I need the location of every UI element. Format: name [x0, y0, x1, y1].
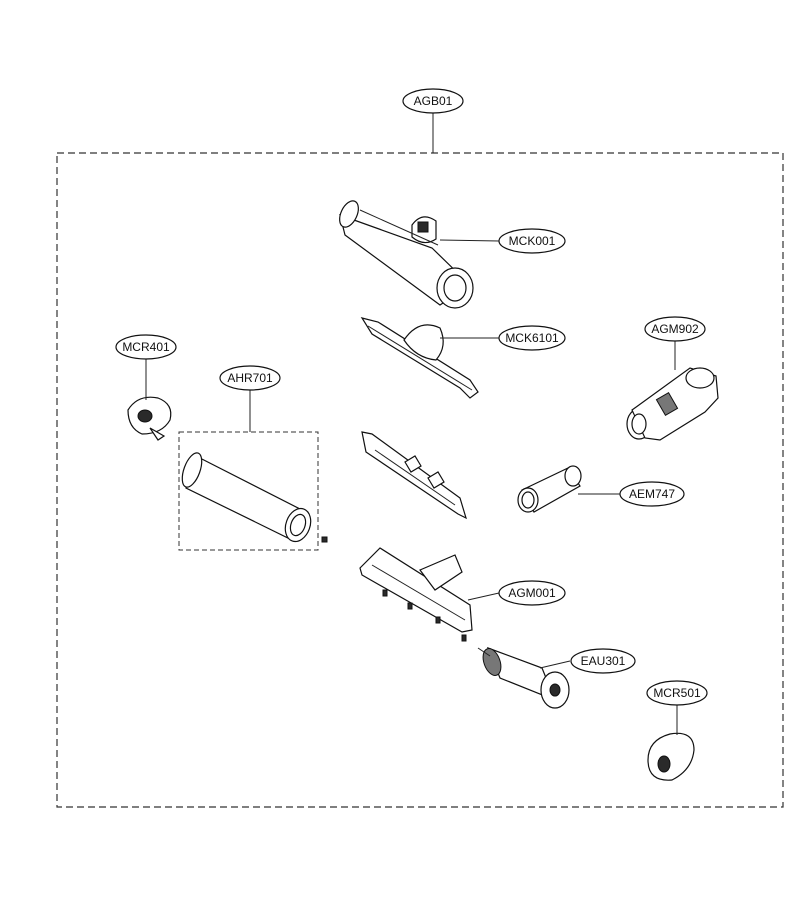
- callout-ahr701: AHR701: [219, 365, 281, 432]
- part-mck001[interactable]: [336, 198, 474, 309]
- callout-agm902: AGM902: [644, 316, 706, 370]
- label-ahr701: AHR701: [227, 371, 273, 385]
- part-mcr401[interactable]: [127, 396, 172, 441]
- part-aem747[interactable]: [517, 465, 582, 513]
- label-mck001: MCK001: [509, 234, 556, 248]
- callout-mck001: MCK001: [439, 228, 566, 254]
- label-mck6101: MCK6101: [505, 331, 559, 345]
- part-bracket[interactable]: [361, 431, 467, 520]
- part-agm001[interactable]: [359, 547, 473, 642]
- callout-mcr401: MCR401: [115, 334, 177, 400]
- label-mcr401: MCR401: [122, 340, 170, 354]
- part-eau301[interactable]: [477, 646, 570, 709]
- label-aem747: AEM747: [629, 487, 675, 501]
- label-agb01: AGB01: [414, 94, 453, 108]
- label-agm902: AGM902: [651, 322, 699, 336]
- callout-agm001: AGM001: [467, 580, 566, 606]
- callout-eau301: EAU301: [539, 648, 636, 674]
- callout-aem747: AEM747: [578, 481, 685, 507]
- part-agm902[interactable]: [626, 367, 719, 441]
- callout-mck6101: MCK6101: [440, 325, 566, 351]
- assembly-boundary: [56, 152, 784, 808]
- part-ahr701[interactable]: [178, 450, 328, 545]
- label-eau301: EAU301: [581, 654, 626, 668]
- label-mcr501: MCR501: [653, 686, 701, 700]
- label-agm001: AGM001: [508, 586, 556, 600]
- callout-agb01[interactable]: AGB01: [402, 88, 464, 153]
- part-mck6101[interactable]: [360, 317, 479, 399]
- part-mcr501[interactable]: [647, 732, 695, 781]
- callout-mcr501: MCR501: [646, 680, 708, 735]
